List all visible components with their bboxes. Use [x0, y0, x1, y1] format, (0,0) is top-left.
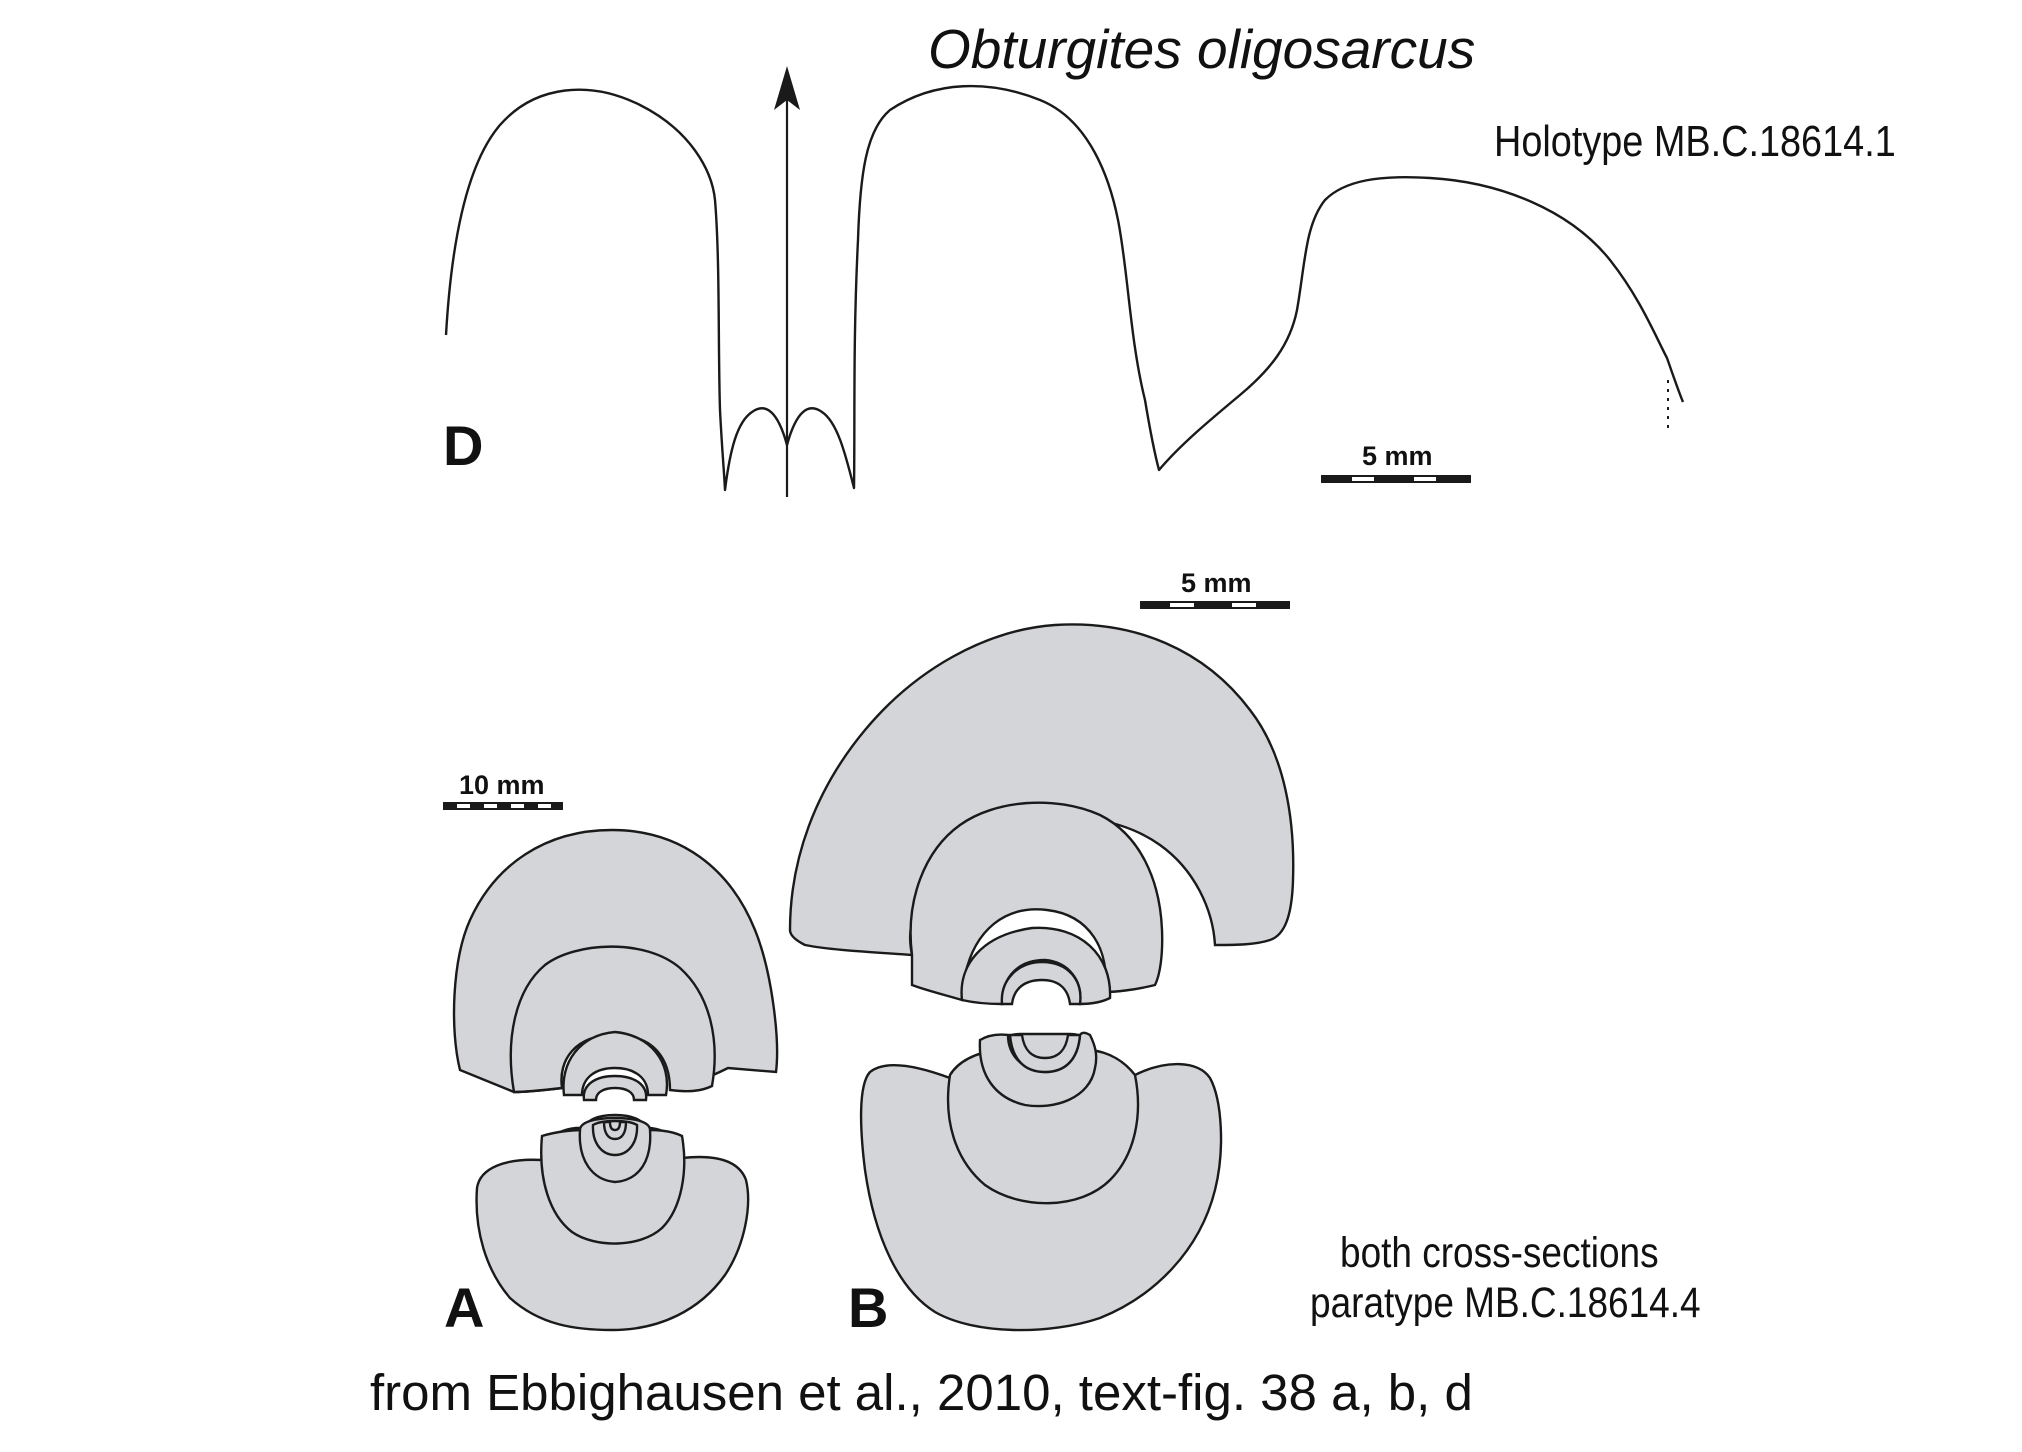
cross-section-b-upper — [788, 623, 1295, 1006]
paratype-note-line-2: paratype MB.C.18614.4 — [1310, 1279, 1701, 1327]
panel-label-b: B — [848, 1276, 889, 1339]
panel-label-a: A — [444, 1276, 485, 1339]
figure-title: Obturgites oligosarcus — [928, 18, 1476, 80]
holotype-label: Holotype MB.C.18614.1 — [1494, 117, 1896, 166]
scale-bar-a-label: 10 mm — [459, 770, 545, 800]
cross-section-a-upper — [452, 828, 779, 1102]
arrow-head-icon — [774, 66, 800, 110]
cross-section-b-lower — [859, 1031, 1223, 1332]
cross-section-a-lower — [475, 1113, 750, 1332]
scale-bar-b — [1140, 601, 1290, 609]
figure-caption: from Ebbighausen et al., 2010, text-fig.… — [370, 1364, 1473, 1421]
suture-line-d — [444, 84, 1685, 492]
scale-bar-d — [1321, 475, 1471, 483]
scale-bar-a — [443, 802, 563, 810]
paratype-note-line-1: both cross-sections — [1340, 1229, 1659, 1277]
scale-bar-d-label: 5 mm — [1362, 441, 1433, 471]
panel-label-d: D — [443, 414, 484, 477]
scale-bar-b-label: 5 mm — [1181, 568, 1252, 598]
